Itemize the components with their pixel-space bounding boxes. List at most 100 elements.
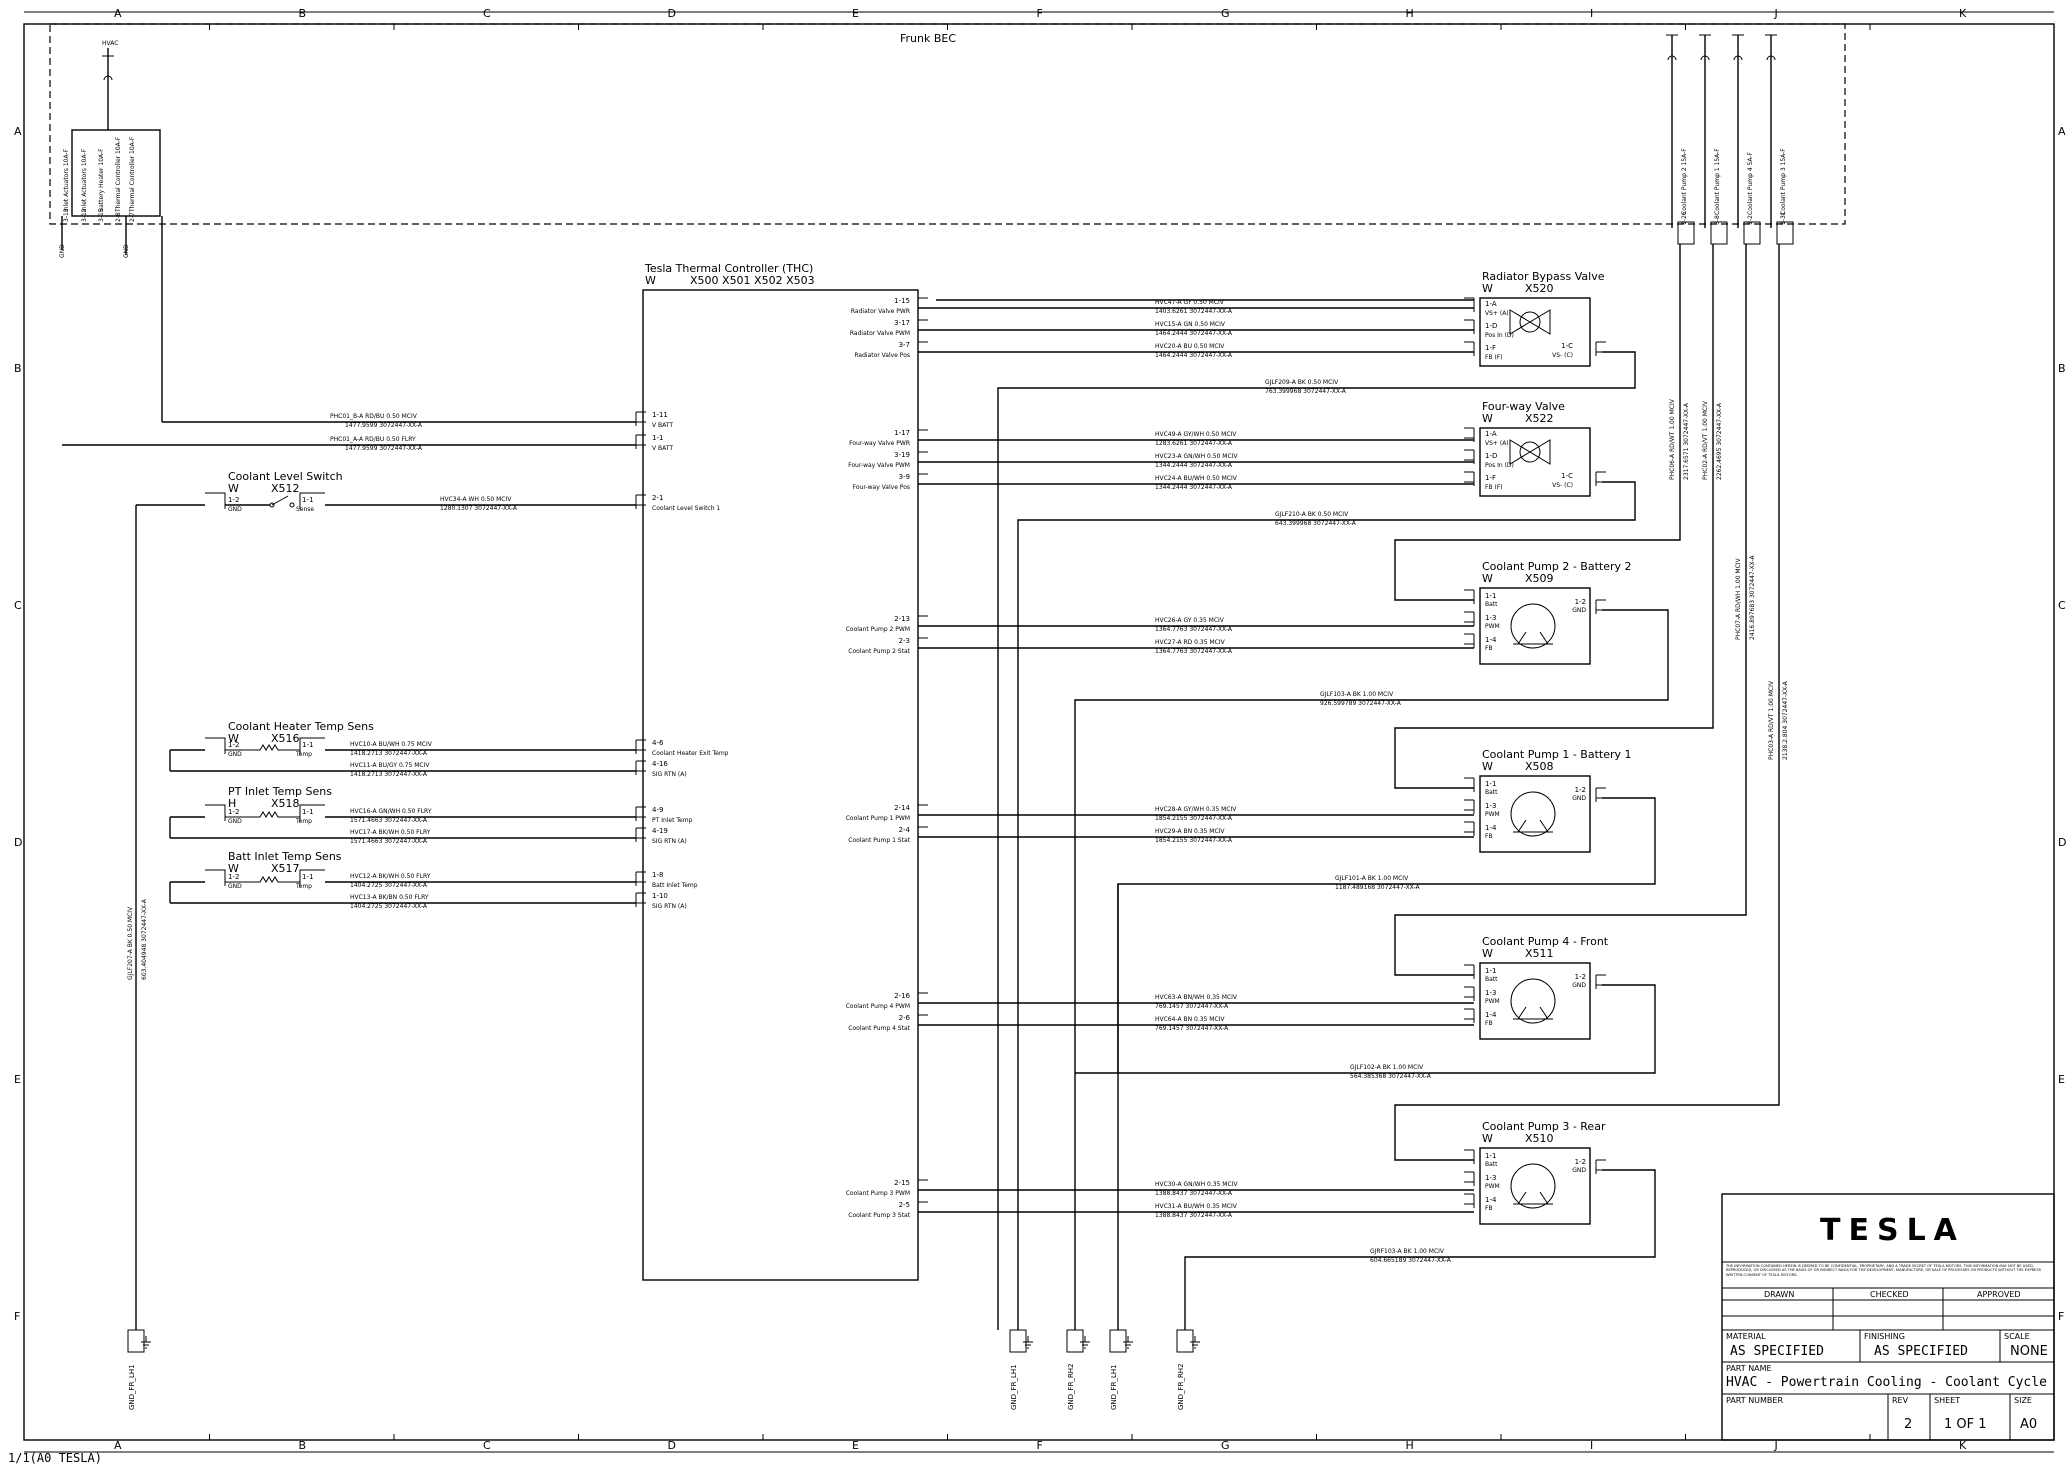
hvac-label: HVAC — [102, 40, 118, 47]
pump-base-1 — [1513, 819, 1553, 833]
wire-id-10: 1464.2444 3072447-XX-A — [1155, 330, 1233, 337]
device-w-3: W — [228, 862, 239, 875]
connector-cavity — [635, 739, 646, 754]
grid-col-top-B: B — [299, 7, 307, 20]
material-value: AS SPECIFIED — [1730, 1344, 1824, 1359]
connector-cavity — [1464, 449, 1475, 464]
thc-right-pin-11: 2-6 — [899, 1014, 911, 1022]
pump-pin-2-0: 1-1 — [1485, 967, 1496, 975]
pump-motor-1 — [1510, 791, 1556, 837]
thc-right-name-2: Radiator Valve Pos — [854, 352, 910, 359]
connector-cavity — [917, 1201, 928, 1216]
pump-pin-name-0-0: Batt — [1485, 601, 1498, 608]
pump-pin-1-0: 1-1 — [1485, 780, 1496, 788]
connector-cavity — [1464, 427, 1475, 442]
grid-col-top-F: F — [1037, 7, 1043, 20]
pump-pin-0-1: 1-3 — [1485, 614, 1496, 622]
connector-cavity — [917, 826, 928, 841]
thc-right-name-6: Coolant Pump 2 PWM — [846, 626, 910, 633]
thc-left-pin-1: 1-1 — [652, 434, 663, 442]
wire-id-4: 1418.2713 3072447-XX-A — [350, 771, 428, 778]
wire-id-28: 604.665189 3072447-XX-A — [1370, 1257, 1452, 1264]
connector-cavity — [1464, 1149, 1475, 1164]
pump-pin-name-3-gnd: GND — [1572, 1167, 1586, 1174]
wire-label-0: PHC01_B-A RD/BU 0.50 MCIV — [330, 413, 418, 420]
pump-fuse-pin-3: 1-31 — [1780, 211, 1787, 225]
pump-pin-0-gnd: 1-2 — [1575, 598, 1586, 606]
thc-right-pin-12: 2-15 — [894, 1179, 910, 1187]
pump-fuse-name-2: Coolant Pump 4 5A-F — [1747, 152, 1754, 215]
wire-label-24: HVC64-A BN 0.35 MCIV — [1155, 1016, 1225, 1023]
connector-cavity — [1464, 471, 1475, 486]
connector-cavity — [1464, 1171, 1475, 1186]
switch-contact — [289, 502, 295, 508]
pump-title-2: Coolant Pump 4 - Front — [1482, 935, 1609, 948]
valve-w-1: W — [1482, 412, 1493, 425]
pump-conn-3: X510 — [1525, 1132, 1554, 1145]
grid-row-left-E: E — [14, 1073, 21, 1086]
connector-cavity — [635, 494, 646, 509]
thc-right-pin-7: 2-3 — [899, 637, 910, 645]
pump-conn-1: X508 — [1525, 760, 1554, 773]
drawn-label: DRAWN — [1764, 1290, 1794, 1299]
wire-label-5: HVC16-A GN/WH 0.50 FLRY — [350, 808, 432, 815]
vert-wire-id-2: 2416.897683 3072447-XX-A — [1749, 554, 1756, 640]
ground-lug-0 — [127, 1329, 145, 1353]
ground-return-pump-3 — [1184, 1169, 1656, 1330]
pump-fuse-pin-1: 3-8 — [1714, 215, 1721, 225]
pump-pin-3-gnd: 1-2 — [1575, 1158, 1586, 1166]
thc-right-name-8: Coolant Pump 1 PWM — [846, 815, 910, 822]
device-conn-1: X516 — [271, 732, 300, 745]
wire-id-6: 1571.4663 3072447-XX-A — [350, 838, 428, 845]
grid-row-right-C: C — [2058, 599, 2066, 612]
valve-w-0: W — [1482, 282, 1493, 295]
thc-left-pin-6: 4-19 — [652, 827, 668, 835]
pump-pin-2-2: 1-4 — [1485, 1011, 1497, 1019]
thc-body — [642, 289, 919, 1281]
grid-col-top-G: G — [1221, 7, 1230, 20]
ground-lug-1 — [1009, 1329, 1027, 1353]
connector-cavity — [1464, 589, 1475, 604]
device-connector-b — [299, 492, 325, 509]
ground-lug-3 — [1109, 1329, 1127, 1353]
thc-left-pin-3: 4-6 — [652, 739, 664, 747]
thc-left-pin-4: 4-16 — [652, 760, 668, 768]
thc-right-name-3: Four-way Valve PWR — [849, 440, 910, 447]
wire-id-0: 1477.9599 3072447-XX-A — [345, 422, 423, 429]
part-number-label: PART NUMBER — [1726, 1396, 1783, 1405]
thc-w: W — [645, 274, 656, 287]
drawing-border — [23, 11, 2055, 1453]
connector-cavity — [1595, 1159, 1606, 1174]
thc-right-name-4: Four-way Valve PWM — [848, 462, 910, 469]
device-title-2: PT Inlet Temp Sens — [228, 785, 332, 798]
thc-left-pin-5: 4-9 — [652, 806, 663, 814]
thc-left-pin-7: 1-8 — [652, 871, 663, 879]
pump-conn-0: X509 — [1525, 572, 1554, 585]
wire-label-11: HVC20-A BU 0.50 MCIV — [1155, 343, 1225, 350]
grid-row-right-D: D — [2058, 836, 2066, 849]
wire-id-15: 1344.2444 3072447-XX-A — [1155, 484, 1233, 491]
valve-pin-name-0-2: FB (F) — [1485, 354, 1503, 361]
grid-col-bottom-E: E — [852, 1439, 859, 1452]
ground-return-four-way-valve — [1017, 481, 1636, 1330]
wire-label-18: HVC27-A RD 0.35 MCIV — [1155, 639, 1226, 646]
thc-left-name-2: Coolant Level Switch 1 — [652, 505, 720, 512]
vert-wire-id-3: 2138.2.804 3072447-XX-A — [1782, 680, 1789, 760]
device-connector-b — [299, 737, 325, 754]
valve-pin-1-c: 1-C — [1561, 472, 1573, 480]
grid-row-left-C: C — [14, 599, 22, 612]
fuse-name-2: Battery Heater 10A-F — [98, 148, 105, 212]
wire-id-11: 1464.2444 3072447-XX-A — [1155, 352, 1233, 359]
ground-symbol-1 — [1023, 1336, 1033, 1349]
device-name-b-1: Temp — [295, 751, 312, 758]
wire-label-7: HVC12-A BK/WH 0.50 FLRY — [350, 873, 431, 880]
fuse-block-left-body — [71, 129, 161, 217]
pump-pin-name-2-gnd: GND — [1572, 982, 1586, 989]
connector-cavity — [917, 637, 928, 652]
connector-cavity — [917, 473, 928, 488]
pump-pin-name-1-1: PWM — [1485, 811, 1500, 818]
